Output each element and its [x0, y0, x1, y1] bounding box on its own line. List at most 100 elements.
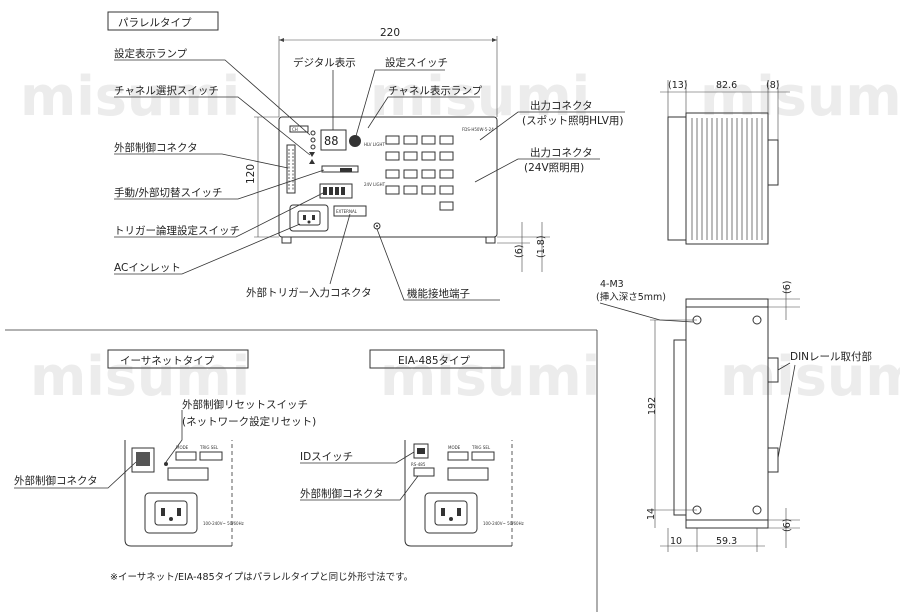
- dc24v-connector: [403, 185, 418, 195]
- ext-control-connector: [286, 144, 296, 194]
- eth-trig-label: TRIG SEL: [199, 445, 219, 450]
- eia-mode-switch: [447, 451, 469, 461]
- eia485-title-box: [369, 349, 505, 369]
- hlv-output-connectors: [385, 135, 454, 161]
- callout-digital-display: デジタル表示: [293, 56, 356, 69]
- dim-side-8: (8): [766, 80, 779, 91]
- dip-switch: [341, 187, 345, 195]
- callout-ext-trigger: 外部トリガー入力コネクタ: [246, 286, 372, 299]
- ext-trigger-label: EXTERNAL: [336, 209, 358, 214]
- mode-switch-label: [340, 168, 352, 172]
- callout-output-hlv: 出力コネクタ: [530, 99, 593, 112]
- eth-trig-switch: [199, 451, 223, 461]
- eia-panel-outline: [404, 440, 512, 547]
- rs485-connector: [413, 467, 435, 477]
- eth-reset-button: [164, 462, 168, 466]
- dim-rear-14: 14: [646, 508, 657, 520]
- dim-foot2: (1.8): [536, 235, 547, 258]
- heat-fins: [691, 118, 763, 240]
- dim-side-826: 82.6: [716, 80, 737, 91]
- dim-foot: (6): [514, 245, 525, 258]
- eia-trig-label: TRIG SEL: [471, 445, 491, 450]
- ac-pin: [303, 215, 306, 220]
- dc24v-connector: [439, 201, 454, 211]
- front-foot-right: [485, 236, 496, 244]
- hlv-connector: [403, 151, 418, 161]
- rear-bottom-fins: [685, 519, 769, 529]
- setting-lamp-led: [310, 144, 316, 150]
- id-switch: [413, 443, 429, 459]
- side-view: (13) 82.6 (8): [660, 80, 790, 245]
- model-label: FDS-H50W-5-24: [462, 127, 494, 132]
- eia485-title: EIA-485タイプ: [398, 355, 471, 367]
- callout-setting-lamp: 設定表示ランプ: [114, 47, 188, 60]
- callout-manual-ext: 手動/外部切替スイッチ: [114, 186, 223, 199]
- callout-output-24v-sub: (24V照明用): [524, 162, 584, 174]
- trigger-logic-switch: [319, 183, 353, 199]
- dc24v-connector: [421, 185, 436, 195]
- hlv-connector: [421, 135, 436, 145]
- front-dimensions: 220 120 (6) (1.8): [245, 27, 550, 272]
- side-front-panel: [667, 116, 687, 241]
- callout-eia-ext: 外部制御コネクタ: [300, 487, 384, 500]
- parallel-title-box: [107, 11, 219, 31]
- eth-mode-label: MODE: [176, 445, 189, 450]
- eth-mode-switch: [175, 451, 197, 461]
- channel-select-down: [309, 159, 315, 164]
- dc24v-connector: [439, 185, 454, 195]
- ch-label: CH: [292, 127, 298, 132]
- eia485-view: RS-485 MODE TRIG SEL 100-240V~ 50/60Hz I…: [300, 440, 524, 547]
- callout-eth-ext: 外部制御コネクタ: [14, 474, 98, 487]
- ac-inlet-socket: [297, 210, 321, 226]
- front-foot-left: [281, 236, 292, 244]
- callout-channel-select: チャネル選択スイッチ: [114, 84, 219, 97]
- dim-side-13: (13): [668, 80, 688, 91]
- side-din-clip: [767, 139, 779, 186]
- channel-select-up: [309, 152, 315, 157]
- watermark-text: misumi: [30, 345, 250, 408]
- screw-hole: [752, 505, 762, 515]
- callout-setting-switch: 設定スイッチ: [385, 56, 448, 69]
- watermark-text: misumi: [380, 345, 600, 408]
- eia-trig-switch: [471, 451, 495, 461]
- ethernet-view: MODE TRIG SEL 100-240V~ 50/60Hz 外部制御リセット…: [14, 398, 316, 547]
- dim-rear-6a: (6): [782, 281, 793, 294]
- watermark-text: misumi: [20, 65, 240, 128]
- eth-ac-rating: 100-240V~ 50/60Hz: [203, 521, 244, 526]
- dc24v-connector: [385, 169, 400, 179]
- hlv-light-label: HLV LIGHT: [364, 142, 385, 147]
- callout-id-switch: IDスイッチ: [300, 451, 353, 463]
- dim-height: 120: [245, 164, 257, 184]
- dc24v-light-label: 24V LIGHT: [364, 182, 386, 187]
- front-callouts-top: デジタル表示 設定スイッチ チャネル表示ランプ: [293, 56, 483, 137]
- parallel-title: パラレルタイプ: [118, 17, 192, 29]
- ac-inlet: [289, 204, 329, 232]
- eia-ac-rating: 100-240V~ 50/60Hz: [483, 521, 524, 526]
- setting-lamp-led: [310, 130, 316, 136]
- dc24v-connector: [421, 169, 436, 179]
- dim-rear-593: 59.3: [716, 536, 737, 547]
- dc24v-output-connectors: [385, 169, 454, 211]
- rear-callouts: 4-M3 (挿入深さ5mm) DINレール取付部: [596, 279, 872, 459]
- dim-rear-10: 10: [670, 536, 682, 547]
- dim-rear-6b: (6): [782, 519, 793, 532]
- ethernet-title-box: [107, 349, 249, 369]
- screw-hole: [752, 315, 762, 325]
- eth-ac-socket: [154, 500, 188, 526]
- dc24v-connector: [403, 169, 418, 179]
- hlv-connector: [439, 151, 454, 161]
- watermark-text: misumi: [720, 345, 900, 408]
- front-callouts-left: 設定表示ランプ チャネル選択スイッチ 外部制御コネクタ 手動/外部切替スイッチ …: [114, 47, 500, 301]
- dim-rear-192: 192: [647, 397, 658, 415]
- callout-din-rail: DINレール取付部: [790, 350, 872, 363]
- callout-channel-lamp: チャネル表示ランプ: [388, 84, 483, 97]
- ethernet-port: [131, 447, 155, 473]
- rear-front-edge: [673, 339, 687, 516]
- eth-ext-trigger-connector: [167, 467, 209, 481]
- ground-terminal-center: [376, 225, 378, 227]
- dip-switch: [335, 187, 339, 195]
- hlv-connector: [421, 151, 436, 161]
- din-rail-mount-bottom: [767, 447, 779, 473]
- rs485-label: RS-485: [411, 462, 426, 467]
